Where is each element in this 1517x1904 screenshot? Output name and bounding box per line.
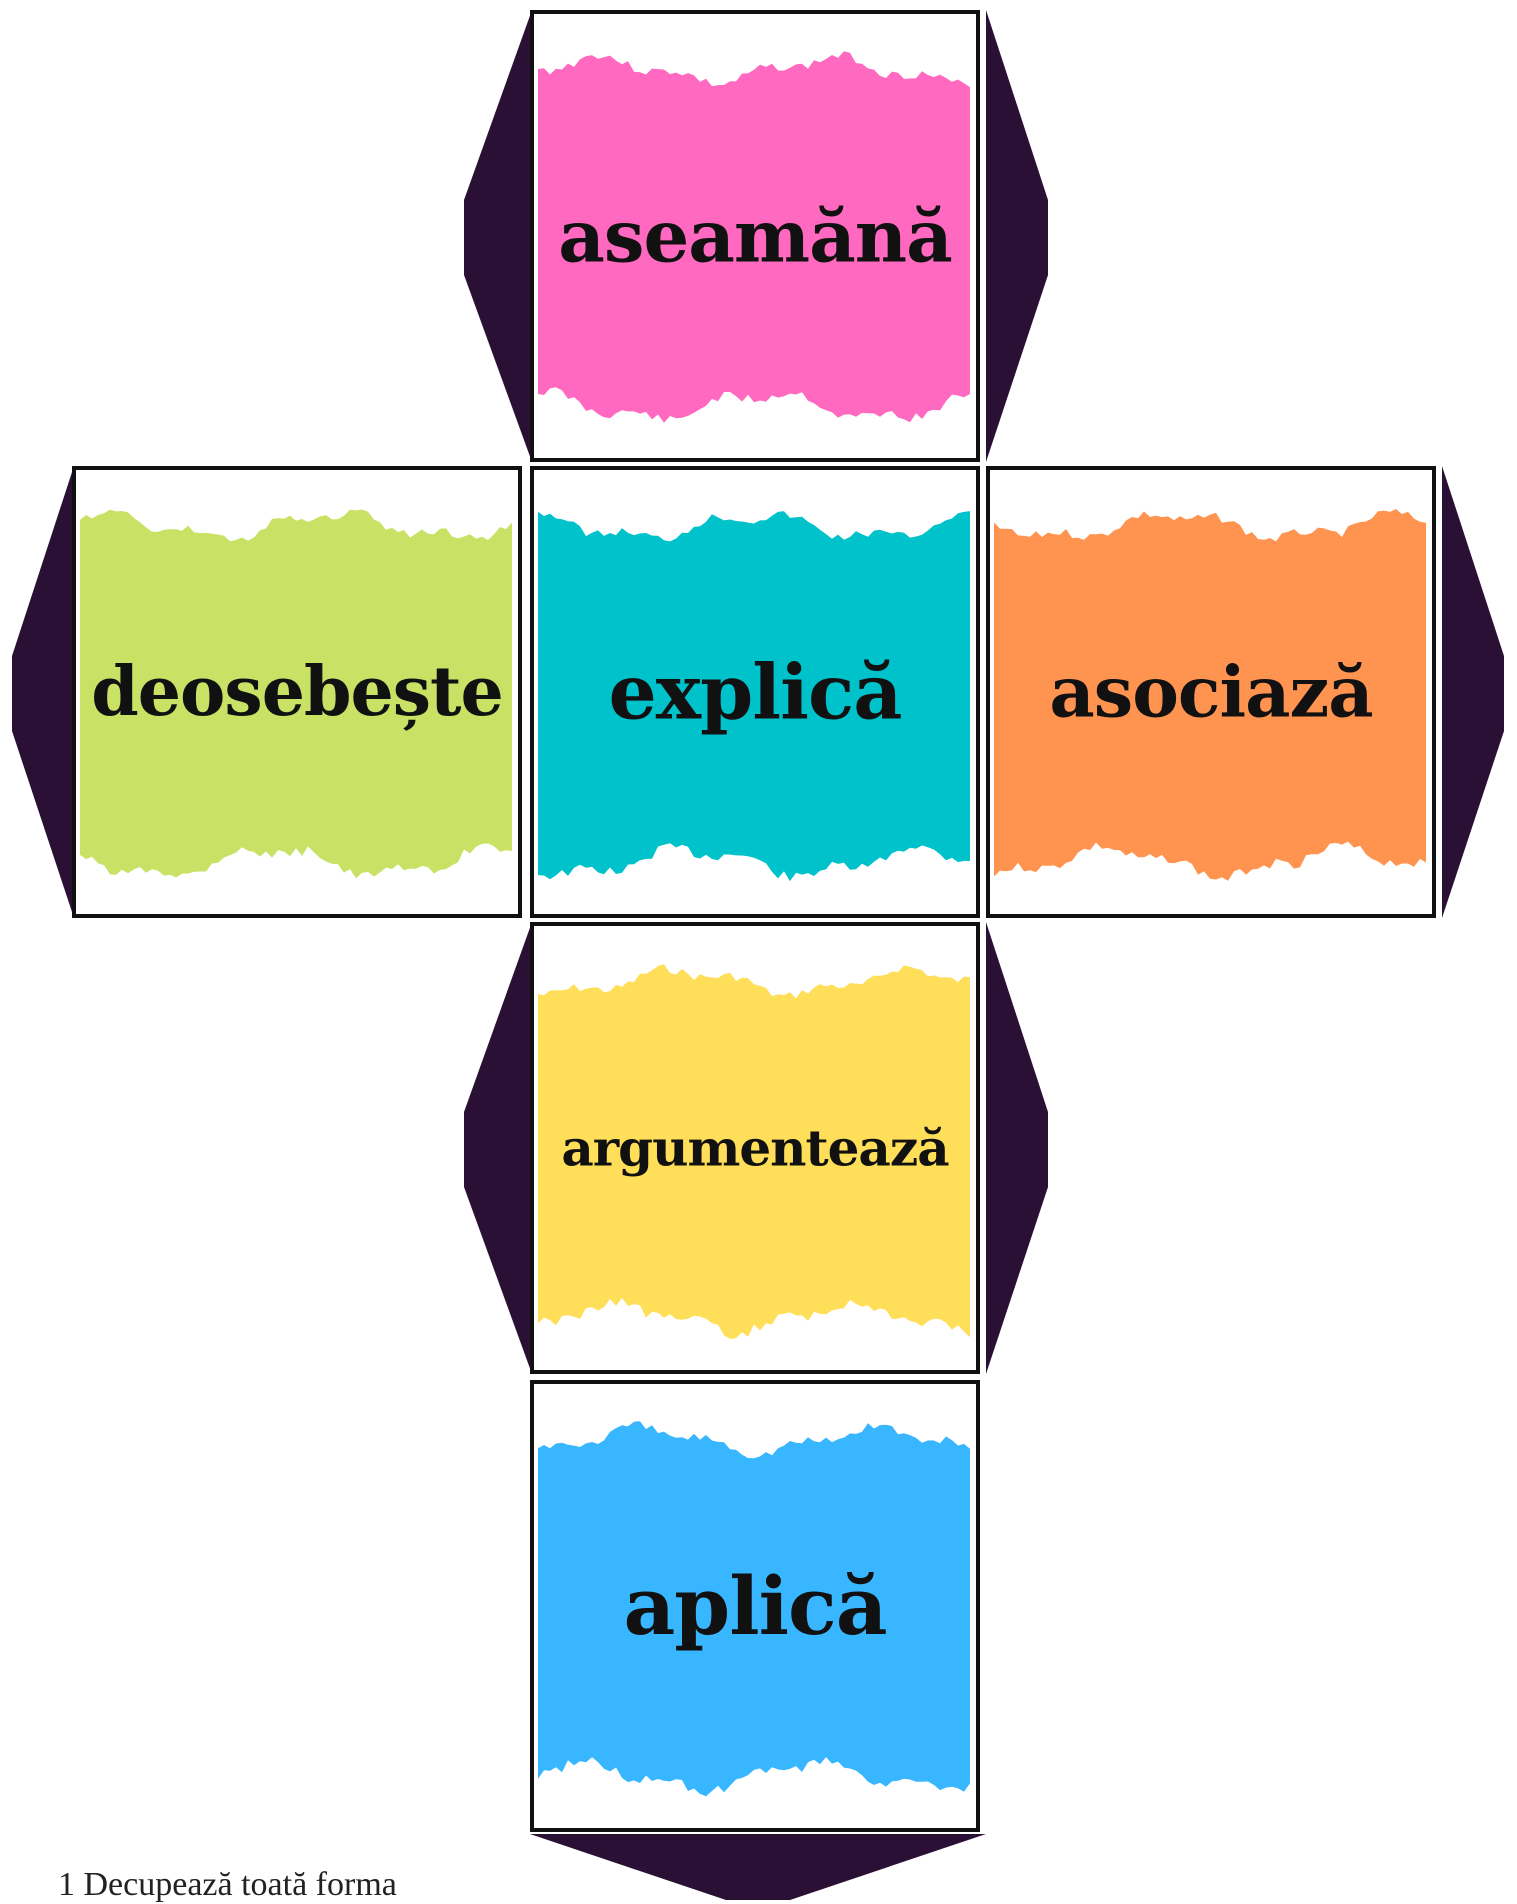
torn-paper-right <box>994 509 1426 881</box>
face-center: explică <box>530 466 980 918</box>
face-lower-word: argumentează <box>561 1118 949 1178</box>
glue-tab-lower-right <box>986 922 1048 1374</box>
face-top-word: aseamănă <box>558 193 952 279</box>
paper-shape <box>538 51 970 423</box>
face-top: aseamănă <box>530 10 980 462</box>
glue-tab-bottom <box>530 1834 986 1900</box>
glue-tab-right <box>1442 466 1504 918</box>
paper-shape <box>538 511 970 882</box>
face-center-word: explică <box>608 647 902 737</box>
glue-tab-left <box>12 466 74 918</box>
face-bottom: aplică <box>530 1380 980 1832</box>
glue-tab-top-right <box>986 10 1048 462</box>
torn-paper-lower <box>538 964 970 1339</box>
glue-tab-lower-left <box>464 922 532 1374</box>
paper-shape <box>994 509 1426 881</box>
paper-shape <box>538 1421 970 1797</box>
face-left-word: deosebește <box>91 652 503 732</box>
paper-shape <box>80 509 512 879</box>
torn-paper-bottom <box>538 1421 970 1797</box>
torn-paper-center <box>538 511 970 882</box>
instructions-text: 1 Decupează toată forma <box>58 1866 397 1903</box>
paper-shape <box>538 964 970 1339</box>
torn-paper-left <box>80 509 512 879</box>
face-right: asociază <box>986 466 1436 918</box>
face-bottom-word: aplică <box>623 1559 887 1653</box>
torn-paper-top <box>538 51 970 423</box>
face-left: deosebește <box>72 466 522 918</box>
face-right-word: asociază <box>1049 650 1373 734</box>
glue-tab-top-left <box>464 10 532 462</box>
face-lower: argumentează <box>530 922 980 1374</box>
